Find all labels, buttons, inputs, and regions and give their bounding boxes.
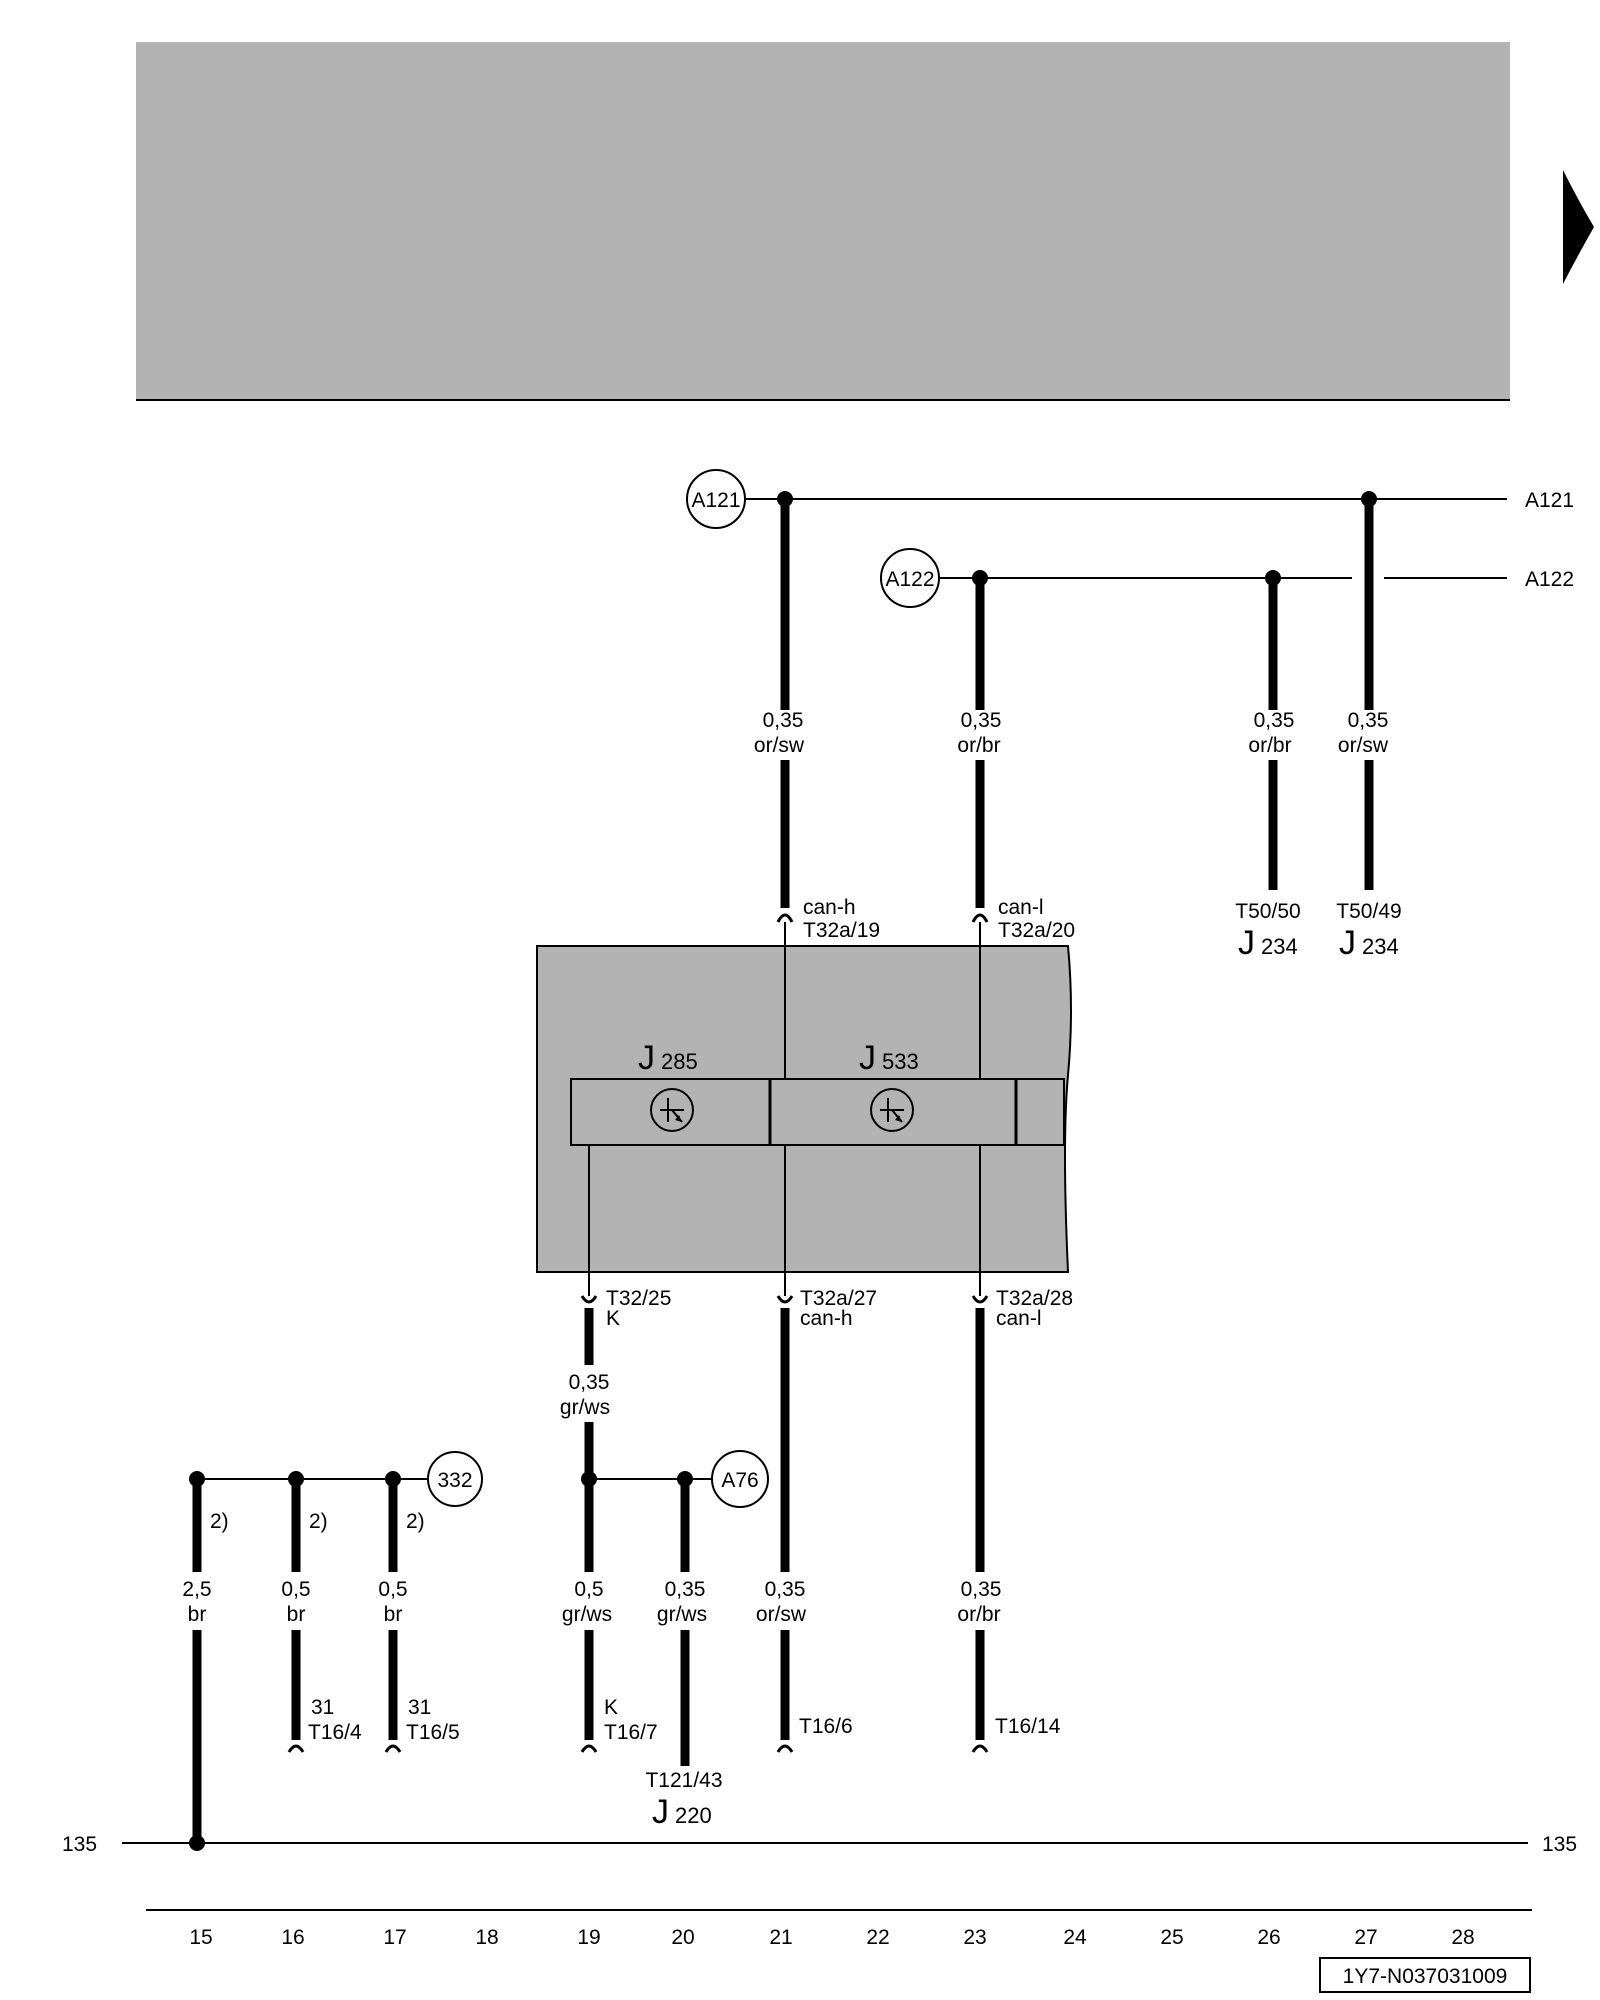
footnote-label: 2)	[406, 1510, 425, 1533]
component-j533-letter: J	[859, 1039, 876, 1077]
wire-size-label: 0,35	[665, 1578, 706, 1601]
component-j234-number: 234	[1261, 934, 1298, 959]
wire-color-label: gr/ws	[657, 1603, 707, 1626]
pin-number-label: T16/7	[604, 1721, 658, 1744]
pin-signal-label: can-l	[998, 896, 1044, 919]
wire-color-label: or/br	[957, 734, 1000, 757]
grid-number: 22	[866, 1926, 889, 1949]
connector-332-label: 332	[437, 1469, 472, 1492]
component-j285-number: 285	[661, 1049, 698, 1074]
connector-a122	[880, 548, 940, 608]
grid-number: 24	[1063, 1926, 1087, 1949]
next-page-arrow-icon[interactable]	[1563, 170, 1594, 284]
ground-bus-label-left: 135	[62, 1833, 97, 1856]
pin-signal-label: can-h	[803, 896, 856, 919]
pin-number-label: T32a/19	[803, 919, 880, 942]
component-j234-letter: J	[1339, 924, 1356, 962]
wire-color-label: or/sw	[754, 734, 805, 757]
bus-a122-label: A122	[1525, 568, 1574, 591]
grid-number: 23	[963, 1926, 986, 1949]
component-j533-number: 533	[882, 1049, 919, 1074]
pin-signal-label: K	[606, 1307, 620, 1330]
pin-number-label: T16/4	[308, 1721, 362, 1744]
component-j285-letter: J	[638, 1039, 655, 1077]
ground-bus-label-right: 135	[1542, 1833, 1577, 1856]
wire-color-label: br	[384, 1603, 403, 1626]
grid-number: 16	[281, 1926, 304, 1949]
connector-a76	[711, 1450, 769, 1508]
component-j234-number: 234	[1362, 934, 1399, 959]
component-j220-number: 220	[675, 1803, 712, 1828]
pin-signal-label: can-l	[996, 1307, 1042, 1330]
wire-color-label: or/br	[957, 1603, 1000, 1626]
header-band	[136, 42, 1510, 400]
wire-size-label: 0,35	[961, 709, 1002, 732]
pin-signal-label: K	[604, 1696, 618, 1719]
grid-number: 19	[577, 1926, 600, 1949]
wire-color-label: br	[188, 1603, 207, 1626]
wire-color-label: or/sw	[756, 1603, 807, 1626]
wire-size-label: 0,35	[961, 1578, 1002, 1601]
transistor-icon	[870, 1088, 914, 1132]
pin-number-label: T16/5	[406, 1721, 460, 1744]
wire-size-label: 0,5	[574, 1578, 603, 1601]
grid-number: 18	[475, 1926, 498, 1949]
pin-number-label: T16/14	[995, 1715, 1061, 1738]
footnote-label: 2)	[309, 1510, 328, 1533]
wire-color-label: gr/ws	[560, 1396, 610, 1419]
wire-size-label: 0,35	[1348, 709, 1389, 732]
grid-numbers: 15 16 17 18 19 20 21 22 23 24 25 26 27 2…	[189, 1926, 1474, 1949]
grid-number: 25	[1160, 1926, 1183, 1949]
connector-a121-label: A121	[691, 489, 740, 512]
doc-code-box	[1319, 1957, 1531, 1993]
wire-size-label: 0,5	[378, 1578, 407, 1601]
pin-number-label: T121/43	[645, 1769, 722, 1792]
component-j220-letter: J	[652, 1793, 669, 1831]
doc-code: 1Y7-N037031009	[1343, 1965, 1508, 1988]
grid-number: 20	[671, 1926, 694, 1949]
grid-number: 28	[1451, 1926, 1474, 1949]
pin-signal-label: can-h	[800, 1307, 853, 1330]
wire-size-label: 0,5	[281, 1578, 310, 1601]
pin-number-label: T32a/27	[800, 1287, 877, 1310]
transistor-icon	[650, 1088, 694, 1132]
grid-number: 21	[769, 1926, 792, 1949]
footnote-label: 2)	[210, 1510, 229, 1533]
wire-color-label: or/br	[1248, 734, 1291, 757]
pin-signal-label: 31	[311, 1696, 334, 1719]
pin-number-label: T32a/20	[998, 919, 1075, 942]
wire-color-label: gr/ws	[562, 1603, 612, 1626]
pin-number-label: T16/6	[799, 1715, 853, 1738]
wire-size-label: 0,35	[765, 1578, 806, 1601]
pin-number-label: T32/25	[606, 1287, 671, 1310]
grid-number: 17	[383, 1926, 406, 1949]
wire-color-label: or/sw	[1338, 734, 1389, 757]
wire-size-label: 2,5	[182, 1578, 211, 1601]
wire-size-label: 0,35	[763, 709, 804, 732]
wire-size-label: 0,35	[569, 1371, 610, 1394]
wire-size-label: 0,35	[1254, 709, 1295, 732]
connector-a122-label: A122	[885, 568, 934, 591]
connector-a76-label: A76	[721, 1469, 758, 1492]
control-unit-strip	[570, 1078, 1065, 1146]
grid-number: 26	[1257, 1926, 1280, 1949]
wire-color-label: br	[287, 1603, 306, 1626]
component-j234-letter: J	[1238, 924, 1255, 962]
pin-number-label: T50/49	[1336, 900, 1401, 923]
pin-number-label: T50/50	[1235, 900, 1300, 923]
grid-number: 27	[1354, 1926, 1377, 1949]
pin-number-label: T32a/28	[996, 1287, 1073, 1310]
pin-signal-label: 31	[408, 1696, 431, 1719]
bus-a121-label: A121	[1525, 489, 1574, 512]
grid-number: 15	[189, 1926, 212, 1949]
